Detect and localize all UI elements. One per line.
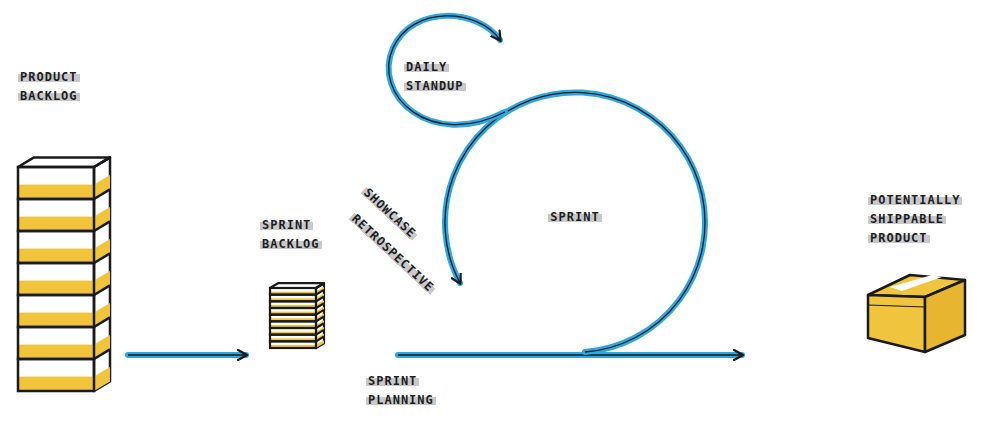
- flow-arrow: [128, 355, 246, 356]
- sprint-circle: SPRINT: [445, 92, 705, 352]
- sprint-line: [398, 352, 742, 358]
- backlog-stack: PRODUCT BACKLOG: [12, 62, 122, 397]
- node-outline: [258, 214, 338, 354]
- label-text: DAILY STANDUP: [404, 60, 466, 93]
- sprint-loop: [445, 92, 705, 352]
- node-outline: [12, 62, 122, 397]
- stack-blocks: [18, 157, 110, 391]
- arrow-stroke: [128, 352, 246, 358]
- label-text: SPRINT PLANNING: [366, 374, 436, 407]
- label-text: SPRINT BACKLOG: [260, 218, 322, 251]
- node-label: DAILY STANDUP: [404, 58, 476, 96]
- label-text: POTENTIALLY SHIPPABLE PRODUCT: [868, 193, 962, 245]
- sprint-loop-outline: [445, 92, 705, 352]
- standup-loop-outline: [389, 16, 505, 125]
- callout-label: SPRINT PLANNING: [366, 372, 446, 410]
- node-label: SPRINT BACKLOG: [260, 216, 332, 254]
- shippable-box: [868, 275, 965, 352]
- sprint-line-outline: [398, 354, 742, 355]
- node-label: POTENTIALLY SHIPPABLE PRODUCT: [868, 191, 972, 248]
- node-label: PRODUCT BACKLOG: [18, 68, 90, 106]
- standup-loop: DAILY STANDUP: [398, 52, 478, 112]
- arrow-outline: [128, 354, 246, 355]
- label-text: SPRINT: [548, 210, 601, 224]
- backlog-stack: SPRINT BACKLOG: [258, 214, 338, 354]
- node-outline: [860, 185, 975, 357]
- node-label: SPRINT: [525, 208, 625, 227]
- product-box: POTENTIALLY SHIPPABLE PRODUCT: [860, 185, 975, 357]
- label-text: PRODUCT BACKLOG: [18, 70, 80, 103]
- stack-blocks: [270, 283, 324, 348]
- standup-loop: [389, 16, 505, 125]
